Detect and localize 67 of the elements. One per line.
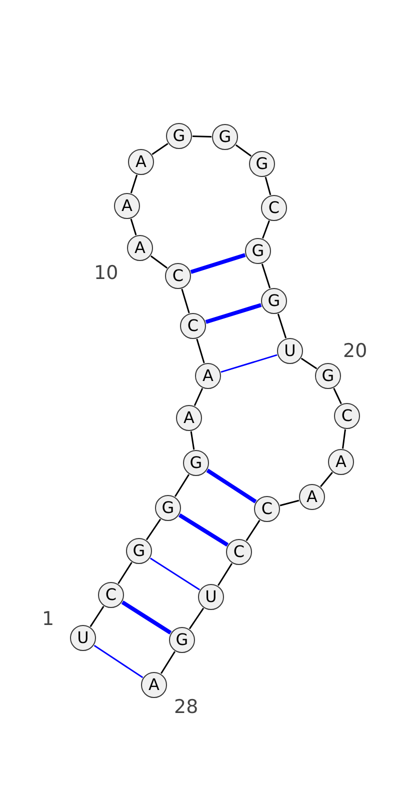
backbone-line	[181, 288, 190, 314]
backbone-line	[174, 474, 190, 497]
nucleotide-circle: A	[299, 484, 325, 510]
base-pair-line	[94, 644, 144, 678]
backbone-line	[320, 472, 333, 488]
nucleotide-circle: G	[249, 151, 275, 177]
base-pair-line	[121, 600, 172, 634]
position-number: 28	[174, 696, 198, 718]
backbone-line	[246, 520, 260, 542]
nucleotide-circle: C	[226, 539, 252, 565]
position-number: 20	[343, 340, 368, 362]
base-pair-line	[150, 558, 200, 590]
position-number: 1	[42, 608, 54, 630]
base-pair-line	[206, 468, 257, 504]
backbone-line	[196, 338, 205, 364]
nucleotide-circle: G	[126, 538, 152, 564]
nucleotide-circle: A	[127, 235, 153, 261]
nucleotide-circle: G	[183, 450, 209, 476]
backbone-line	[188, 608, 204, 630]
nucleotide-circle: A	[141, 672, 167, 698]
position-number: 10	[94, 262, 118, 284]
nucleotide-circle: A	[195, 363, 221, 389]
backbone-line	[333, 388, 342, 404]
backbone-line	[194, 388, 204, 406]
nucleotide-circle: C	[334, 403, 360, 429]
backbone-line	[192, 136, 212, 138]
base-pair-line	[205, 303, 262, 324]
nucleotide-circle: G	[212, 124, 238, 150]
backbone-line	[218, 563, 232, 586]
backbone-line	[300, 358, 318, 370]
nucleotide-circle: C	[261, 195, 287, 221]
nucleotide-circle: C	[180, 313, 206, 339]
backbone-line	[262, 220, 270, 239]
base-pair-line	[178, 513, 229, 547]
backbone-line	[235, 144, 252, 157]
nucleotide-circle: G	[169, 627, 195, 653]
backbone-line	[280, 500, 300, 506]
backbone-line	[277, 314, 287, 338]
backbone-line	[261, 264, 271, 288]
backbone-line	[264, 176, 272, 196]
nucleotide-circle: U	[277, 338, 303, 364]
backbone-line	[160, 651, 176, 674]
nucleotide-circle: G	[315, 363, 341, 389]
nucleotide-circle: A	[128, 149, 154, 175]
backbone-line	[152, 143, 168, 155]
nucleotide-circle: C	[165, 263, 191, 289]
backbone-line	[150, 255, 168, 269]
nucleotide-circle: A	[176, 405, 202, 431]
nucleotide-circle: C	[98, 582, 124, 608]
backbone-line	[130, 174, 138, 194]
nucleotide-circle: A	[114, 193, 140, 219]
nucleotide-circle: G	[155, 495, 181, 521]
backbone-line	[146, 518, 162, 540]
nucleotide-circle: A	[328, 449, 354, 475]
nucleotide-circle: U	[70, 625, 96, 651]
backbone-line	[190, 431, 195, 450]
backbone-line	[342, 429, 346, 449]
base-pair-line	[190, 253, 246, 274]
backbone-line	[90, 606, 104, 628]
backbone-line	[118, 562, 132, 584]
nucleotide-circle: G	[245, 238, 271, 264]
nucleotide-circle: C	[254, 496, 280, 522]
backbone-line	[130, 218, 137, 236]
nucleotide-circle: U	[198, 584, 224, 610]
nucleotide-circle: G	[261, 288, 287, 314]
nucleotide-circle: G	[166, 123, 192, 149]
base-pair-line	[220, 354, 278, 373]
